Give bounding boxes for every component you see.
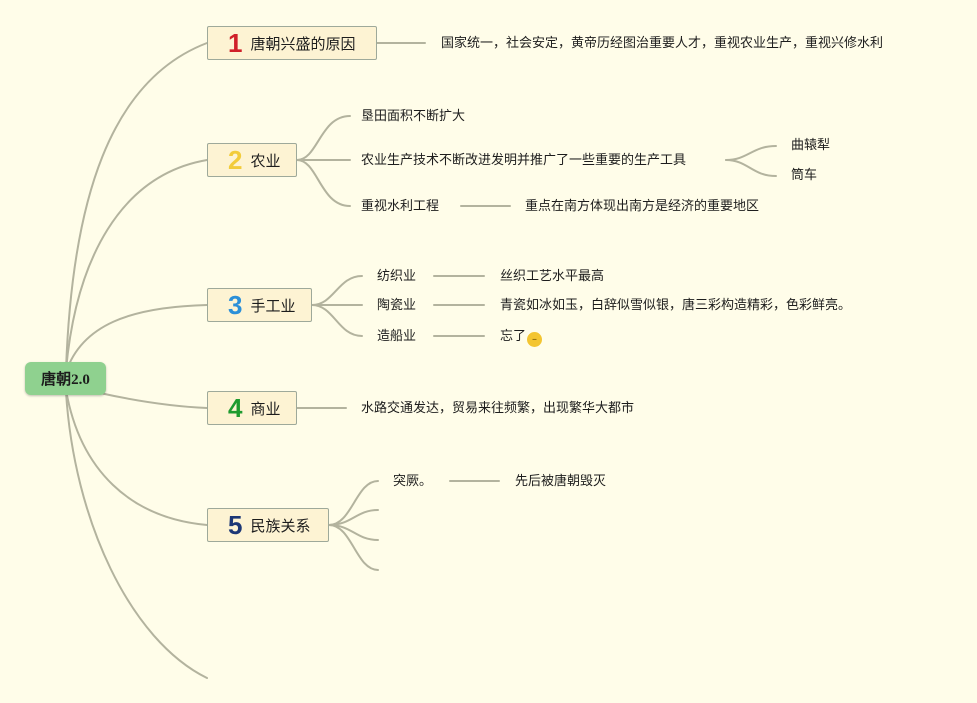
agri-tool-2[interactable]: 筒车 bbox=[791, 168, 818, 183]
link-root-topic4 bbox=[99, 392, 208, 409]
link-root-topic3 bbox=[65, 304, 208, 373]
number-1-icon: 1 bbox=[228, 28, 243, 58]
number-4-icon: 4 bbox=[228, 393, 243, 423]
topic-agriculture[interactable]: 2 农业 bbox=[207, 143, 297, 177]
link-agri-land bbox=[296, 115, 351, 161]
topic-commerce[interactable]: 4 商业 bbox=[207, 391, 297, 425]
reasons-text[interactable]: 国家统一，社会安定，黄帝历经图治重要人才，重视农业生产，重视兴修水利 bbox=[441, 36, 884, 51]
link-hand-1 bbox=[311, 275, 363, 306]
link-hand-3 bbox=[311, 304, 363, 337]
ethnic-turks-detail[interactable]: 先后被唐朝毁灭 bbox=[515, 474, 607, 489]
topic-label: 唐朝兴盛的原因 bbox=[250, 34, 356, 53]
root-topic[interactable]: 唐朝2.0 bbox=[25, 362, 106, 395]
agri-water[interactable]: 重视水利工程 bbox=[361, 199, 440, 214]
link-root-extra bbox=[65, 391, 208, 679]
hand-textile[interactable]: 纺织业 bbox=[377, 269, 417, 284]
topic-label: 民族关系 bbox=[250, 516, 311, 535]
link-root-topic2 bbox=[65, 159, 208, 371]
link-agri-water bbox=[296, 159, 351, 207]
detail-text: 忘了 bbox=[500, 329, 527, 344]
number-2-icon: 2 bbox=[228, 145, 243, 175]
root-label: 唐朝2.0 bbox=[41, 372, 90, 388]
link-root-topic1 bbox=[65, 42, 208, 371]
commerce-text[interactable]: 水路交通发达，贸易来往频繁，出现繁华大都市 bbox=[361, 401, 635, 416]
agri-water-note[interactable]: 重点在南方体现出南方是经济的重要地区 bbox=[525, 199, 760, 214]
agri-tech[interactable]: 农业生产技术不断改进发明并推广了一些重要的生产工具 bbox=[361, 153, 687, 168]
ethnic-turks[interactable]: 突厥。 bbox=[393, 474, 433, 489]
topic-reasons[interactable]: 1 唐朝兴盛的原因 bbox=[207, 26, 377, 60]
link-root-topic5 bbox=[65, 389, 208, 526]
hand-textile-detail[interactable]: 丝织工艺水平最高 bbox=[500, 269, 605, 284]
number-3-icon: 3 bbox=[228, 290, 243, 320]
hand-shipbuilding[interactable]: 造船业 bbox=[377, 329, 417, 344]
hand-ceramics-detail[interactable]: 青瓷如冰如玉，白辞似雪似银，唐三彩构造精彩，色彩鲜亮。 bbox=[500, 298, 852, 313]
agri-tool-1[interactable]: 曲辕犁 bbox=[791, 138, 831, 153]
topic-label: 农业 bbox=[250, 151, 281, 170]
expressionless-face-icon: – bbox=[527, 332, 543, 347]
link-ethnic-4 bbox=[328, 524, 379, 571]
number-5-icon: 5 bbox=[228, 510, 243, 540]
hand-shipbuilding-detail[interactable]: 忘了– bbox=[500, 328, 543, 347]
hand-ceramics[interactable]: 陶瓷业 bbox=[377, 298, 417, 313]
topic-handicraft[interactable]: 3 手工业 bbox=[207, 288, 312, 322]
topic-label: 手工业 bbox=[250, 296, 296, 315]
topic-label: 商业 bbox=[250, 399, 281, 418]
agri-land[interactable]: 垦田面积不断扩大 bbox=[361, 109, 466, 124]
link-tool-2 bbox=[725, 159, 777, 177]
topic-ethnic[interactable]: 5 民族关系 bbox=[207, 508, 329, 542]
link-tool-1 bbox=[725, 145, 777, 161]
